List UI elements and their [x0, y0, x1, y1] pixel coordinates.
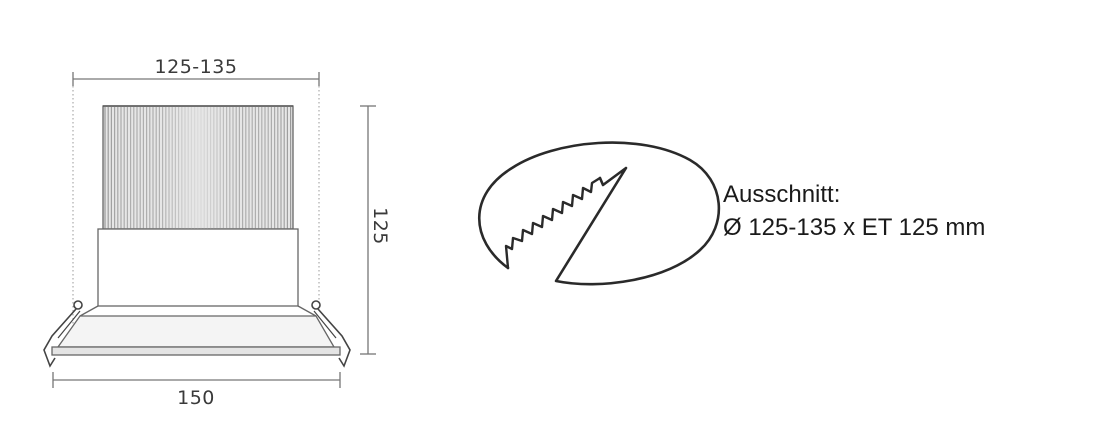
spring-clip-right: [311, 300, 351, 368]
cutout-spec: Ø 125-135 x ET 125 mm: [723, 214, 986, 241]
cutout-caption: Ausschnitt: Ø 125-135 x ET 125 mm: [723, 178, 985, 244]
heat-sink: [102, 105, 294, 230]
top-width-dimension: [72, 72, 320, 330]
bottom-width-dimension: [52, 372, 341, 388]
housing-collar: [97, 228, 299, 307]
height-dimension: [360, 105, 376, 355]
bottom-width-label: 150: [177, 387, 215, 409]
heat-sink-fins: [104, 107, 292, 229]
cutout-title: Ausschnitt:: [723, 181, 841, 208]
bezel-flange: [51, 305, 341, 356]
top-width-label: 125-135: [155, 56, 238, 78]
spring-clip-left: [43, 300, 83, 368]
cutout-icon: [477, 141, 721, 286]
height-label: 125: [369, 207, 391, 245]
